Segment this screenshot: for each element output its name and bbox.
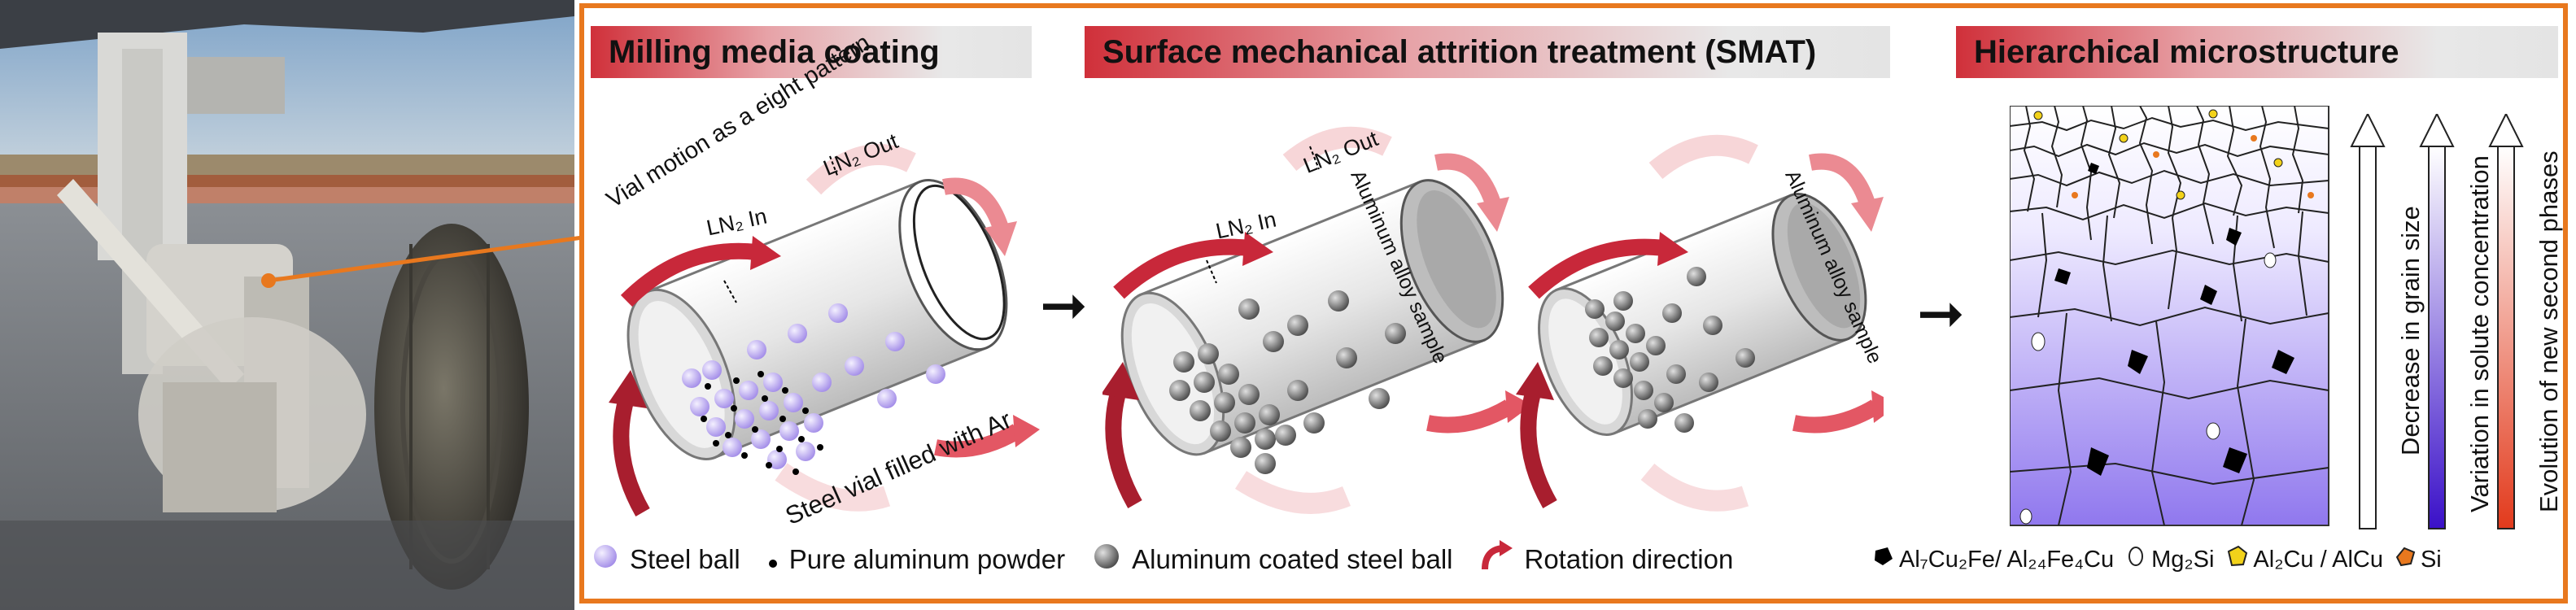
smat-vial-diagram [1102, 126, 1884, 514]
legend-label: Mg₂Si [2151, 546, 2215, 573]
mg-phase-icon [2125, 546, 2146, 573]
legend-label: Al₇Cu₂Fe/ Al₂₄Fe₄Cu [1899, 546, 2115, 573]
coated-balls [1169, 290, 1406, 474]
legend-coated-ball: Aluminum coated steel ball [1093, 542, 1452, 577]
microstructure-diagram [2010, 106, 2329, 526]
curved-arrow-icon [1480, 540, 1513, 579]
panel-header-milling: Milling media coating [591, 26, 1032, 78]
panel-header-hier: Hierarchical microstructure [1956, 26, 2558, 78]
legend-label: Aluminum coated steel ball [1132, 544, 1453, 574]
aluminum-powder [701, 371, 823, 475]
legend-label: Rotation direction [1524, 544, 1734, 574]
phase-arrow [2488, 114, 2524, 529]
cu-phase-icon [2225, 545, 2248, 574]
legend-processing: Steel ball Pure aluminum powder Aluminum… [592, 538, 1761, 581]
panel-title: Milling media coating [609, 33, 940, 70]
solute-label: Variation in solute concentration [2465, 155, 2494, 512]
legend-rotation: Rotation direction [1480, 540, 1733, 579]
legend-label: Al₂Cu / AlCu [2253, 546, 2383, 573]
legend-label: Si [2420, 546, 2442, 573]
fe-phase-icon [1873, 546, 1894, 573]
legend-steel-ball: Steel ball [592, 543, 740, 576]
connector-line [261, 235, 583, 288]
panel-header-smat: Surface mechanical attrition treatment (… [1085, 26, 1890, 78]
precipitates [2019, 109, 2314, 525]
si-phase-icon [2395, 546, 2416, 573]
powder-dot-icon [768, 544, 778, 575]
legend-label: Steel ball [630, 544, 740, 574]
panel-title: Hierarchical microstructure [1974, 33, 2399, 70]
legend-label: Pure aluminum powder [788, 544, 1066, 574]
milling-vial-diagram [609, 144, 1040, 516]
steel-ball-icon [592, 543, 618, 576]
legend-mg-phase: Mg₂Si [2125, 546, 2214, 573]
grain-size-arrow [2350, 114, 2386, 529]
landing-gear-photo [0, 0, 574, 610]
coated-ball-icon [1093, 542, 1120, 577]
phase-label: Evolution of new second phases [2535, 150, 2563, 512]
gradient-bars [2350, 114, 2524, 529]
legend-phases: Al₇Cu₂Fe/ Al₂₄Fe₄Cu Mg₂Si Al₂Cu / AlCu S… [1873, 538, 2442, 581]
legend-fe-phase: Al₇Cu₂Fe/ Al₂₄Fe₄Cu [1873, 546, 2114, 573]
solute-arrow [2419, 114, 2455, 529]
legend-cu-phase: Al₂Cu / AlCu [2225, 545, 2383, 574]
legend-si-phase: Si [2395, 546, 2442, 573]
steel-balls [682, 303, 945, 469]
process-arrow-icon: ➞ [1040, 273, 1088, 337]
panel-title: Surface mechanical attrition treatment (… [1102, 33, 1817, 70]
legend-al-powder: Pure aluminum powder [768, 544, 1065, 575]
process-arrow-icon: ➞ [1917, 281, 1965, 345]
grain-size-label: Decrease in grain size [2396, 206, 2425, 455]
